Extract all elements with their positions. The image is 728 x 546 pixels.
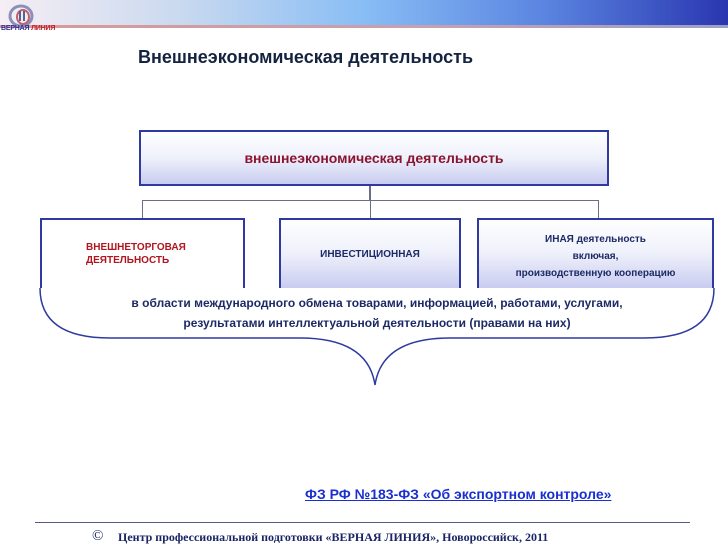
- header-divider: [0, 25, 728, 28]
- investment-box: ИНВЕСТИЦИОННАЯ: [279, 218, 461, 288]
- other-activity-box: ИНАЯ деятельность включая, производственну…: [477, 218, 714, 288]
- logo-text-a: ВЕРНАЯ: [1, 25, 30, 32]
- scope-line: результатами интеллектуальной деятельнос…: [183, 316, 571, 330]
- connector: [598, 200, 599, 218]
- law-link[interactable]: ФЗ РФ №183-ФЗ «Об экспортном контроле»: [305, 486, 612, 502]
- logo-text: ВЕРНАЯ ЛИНИЯ: [1, 25, 55, 32]
- foreign-trade-box: ВНЕШНЕТОРГОВАЯ ДЕЯТЕЛЬНОСТЬ: [40, 218, 245, 288]
- box-line: ИНВЕСТИЦИОННАЯ: [320, 248, 420, 260]
- root-label: внешнеэкономическая деятельность: [244, 150, 504, 166]
- box-line: включая,: [572, 250, 619, 262]
- connector: [369, 186, 371, 201]
- copyright-icon: ©: [92, 528, 104, 544]
- box-line: производственную кооперацию: [515, 267, 676, 279]
- header-banner: [0, 0, 728, 25]
- slide-title: Внешнеэкономическая деятельность: [138, 47, 474, 67]
- logo-text-b: ЛИНИЯ: [31, 25, 56, 32]
- box-line: ВНЕШНЕТОРГОВАЯ: [86, 242, 186, 253]
- logo-icon: [8, 4, 34, 28]
- scope-text: в области международного обмена товарами…: [40, 293, 714, 333]
- box-line: ИНАЯ деятельность: [545, 233, 646, 245]
- brace-shape: [39, 287, 715, 386]
- connector: [142, 200, 143, 218]
- box-line: ДЕЯТЕЛЬНОСТЬ: [86, 255, 170, 266]
- footer-text: Центр профессиональной подготовки «ВЕРНА…: [118, 530, 549, 544]
- root-box: внешнеэкономическая деятельность: [139, 130, 609, 186]
- connector: [370, 200, 371, 218]
- footer-divider: [35, 522, 690, 523]
- scope-line: в области международного обмена товарами…: [131, 296, 623, 310]
